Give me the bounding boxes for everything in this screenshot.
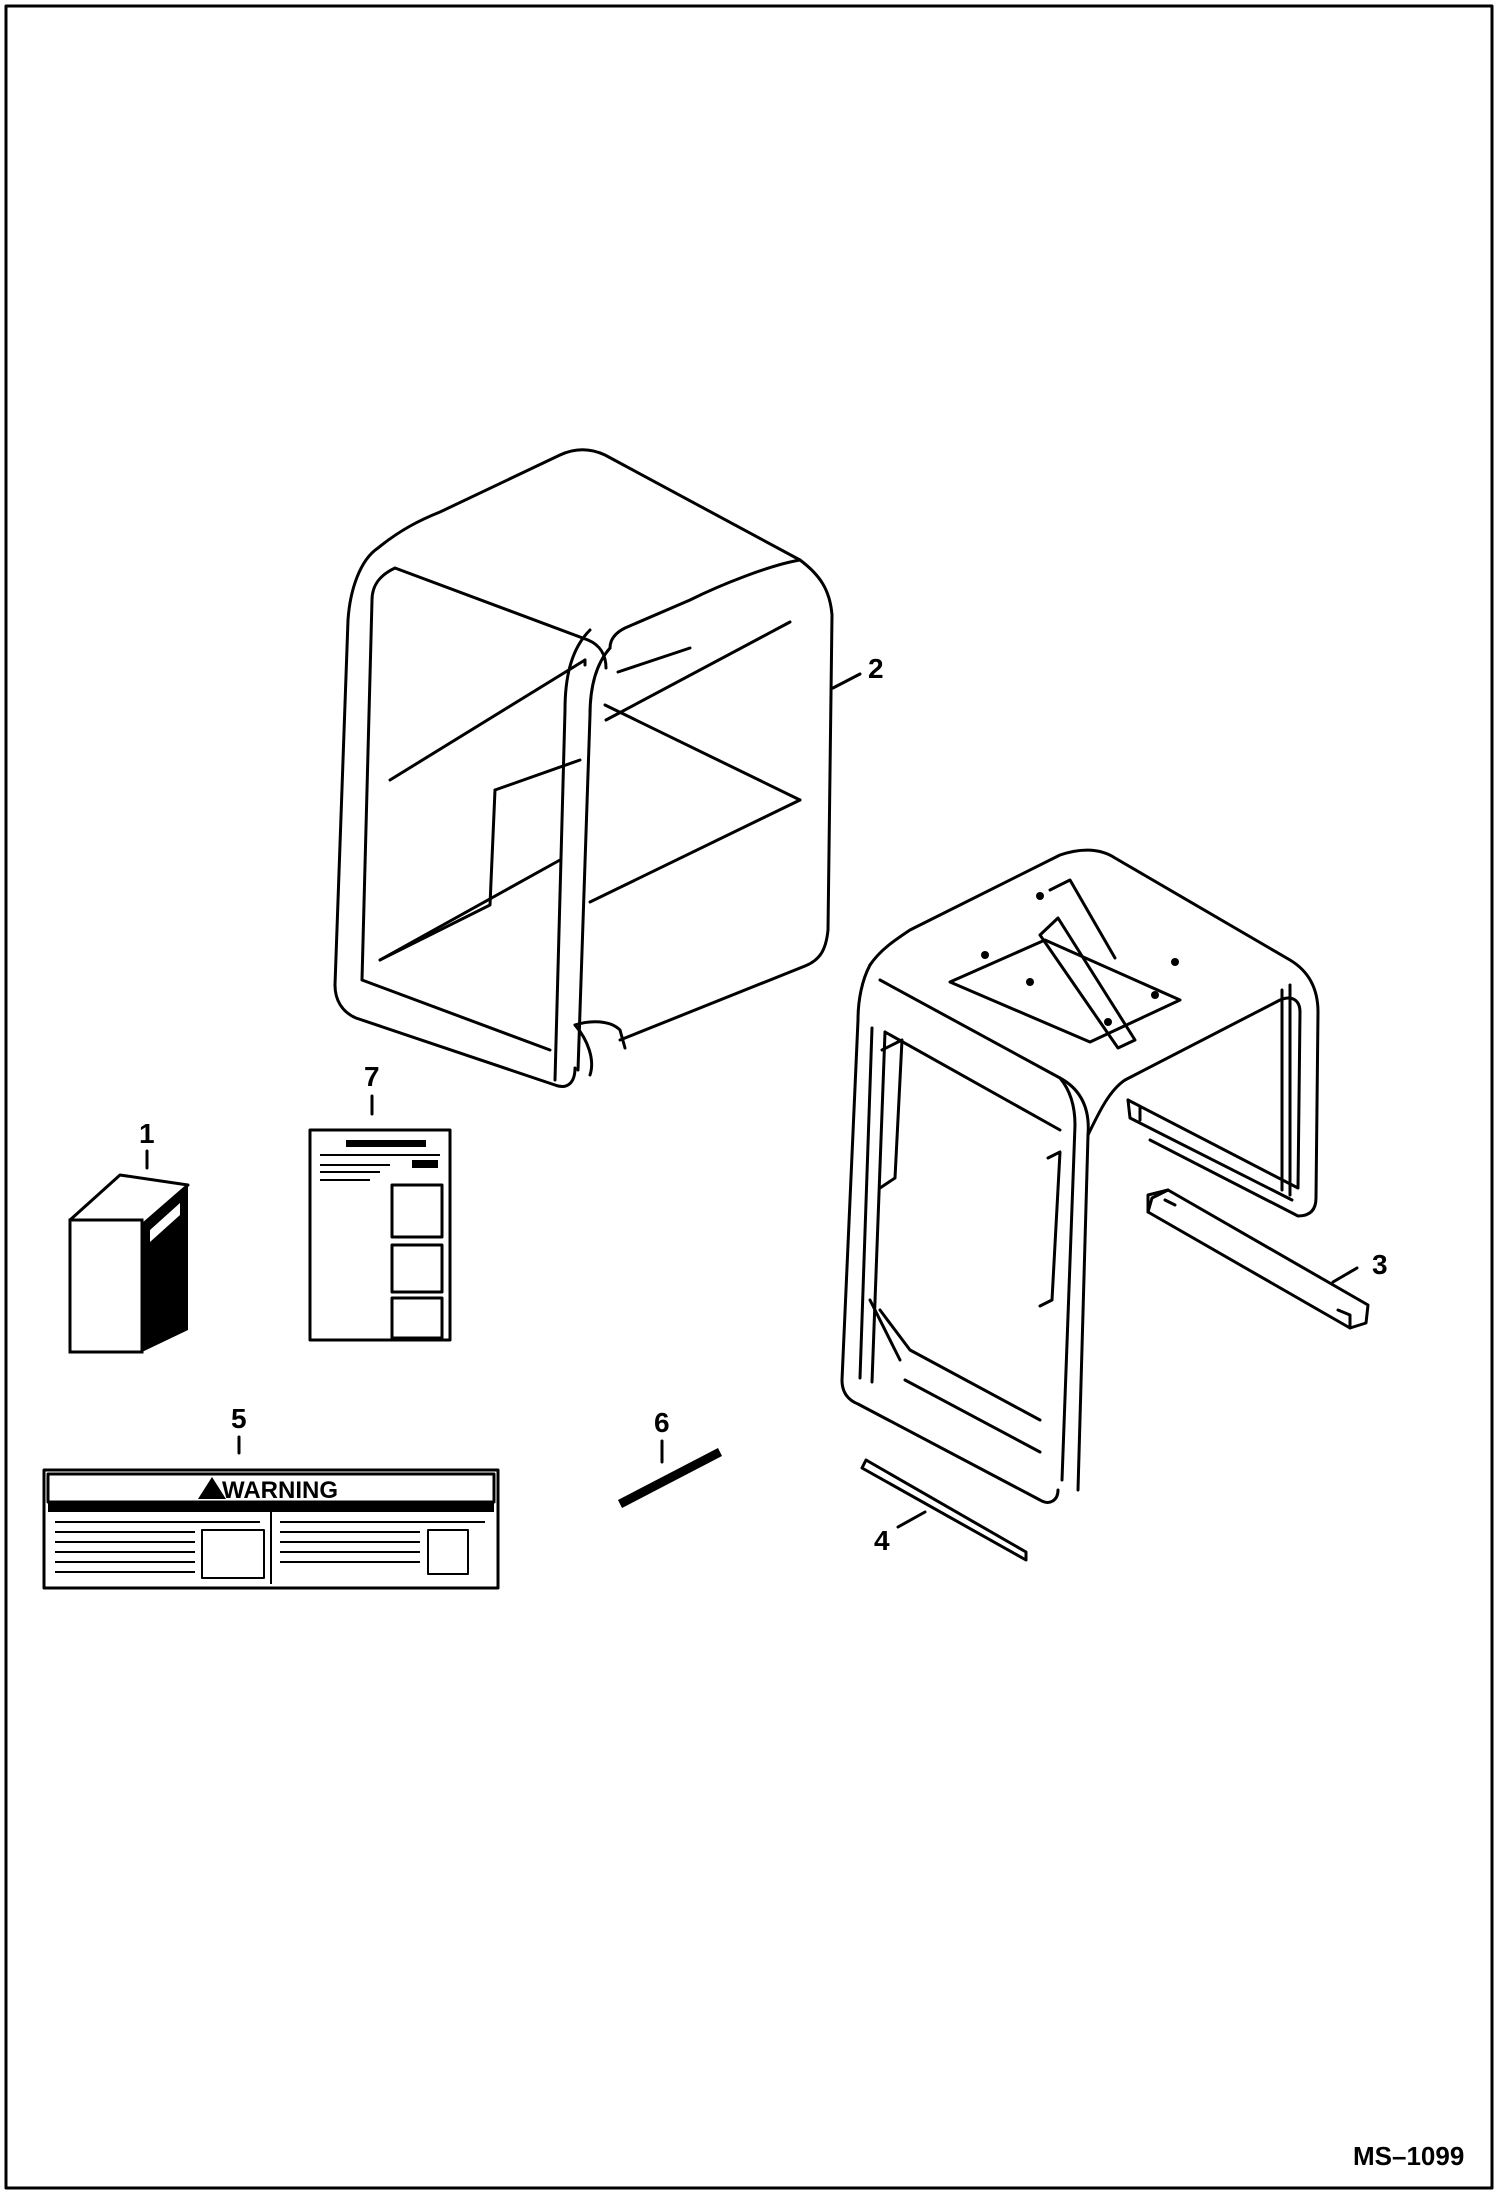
callout-6: 6: [654, 1407, 670, 1438]
cab-enclosure: [333, 448, 834, 1088]
callout-3: 3: [1372, 1249, 1388, 1280]
callout-7: 7: [364, 1061, 380, 1092]
leader-2: [831, 672, 862, 690]
canopy-frame: [840, 848, 1320, 1504]
leader-4: [896, 1510, 927, 1529]
callout-5: 5: [231, 1403, 247, 1434]
warning-decal: WARNING: [42, 1468, 500, 1590]
bracket-bar: [1146, 1188, 1370, 1330]
threshold-strip: [860, 1458, 1028, 1562]
page-border: [4, 4, 1494, 2190]
warning-decal-title: WARNING: [222, 1477, 338, 1504]
callout-1: 1: [139, 1118, 155, 1149]
callout-4: 4: [874, 1525, 890, 1556]
leader-3: [1331, 1266, 1359, 1284]
document-id: MS–1099: [1353, 2141, 1464, 2171]
operator-manual-box: [68, 1173, 190, 1354]
callout-2: 2: [868, 653, 884, 684]
seal-strip: [618, 1448, 722, 1508]
instruction-sheet: [308, 1128, 452, 1342]
